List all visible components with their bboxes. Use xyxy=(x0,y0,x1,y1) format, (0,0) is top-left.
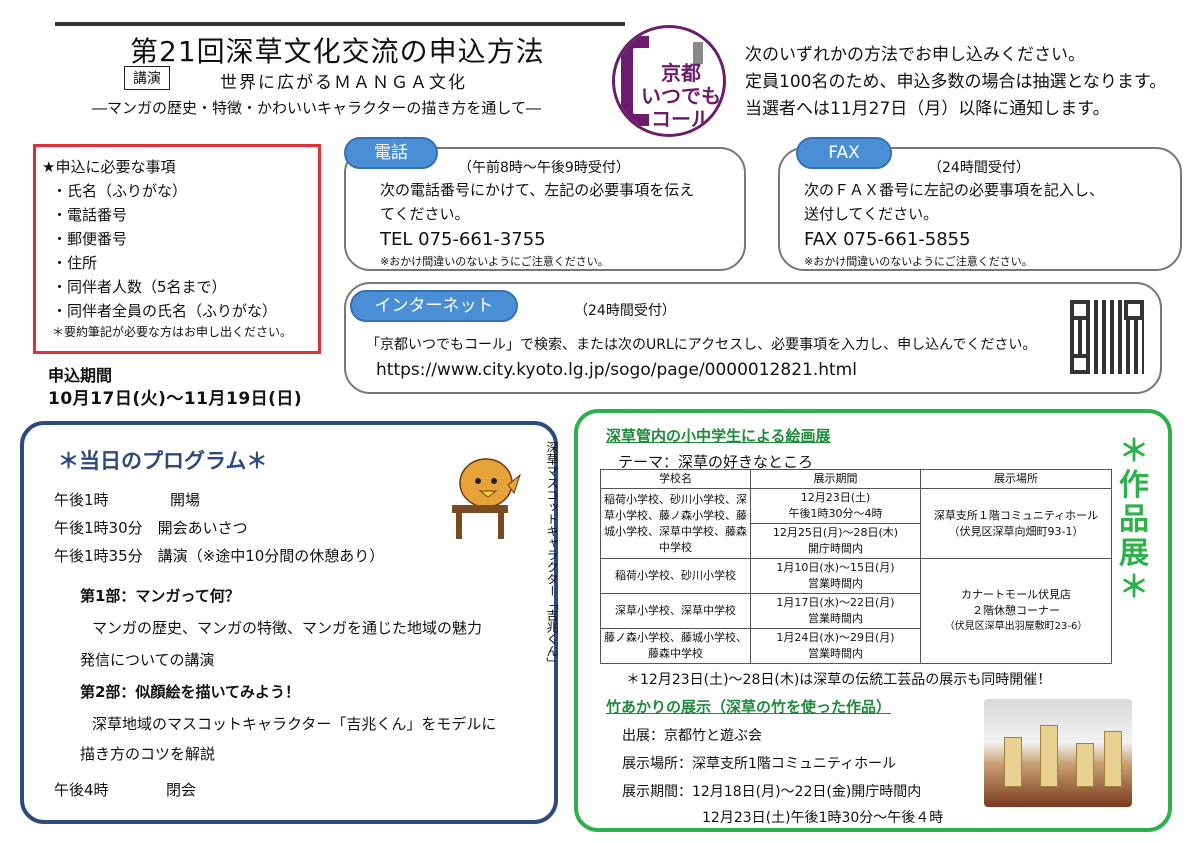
part1-title: 第1部：マンガって何？ xyxy=(80,587,240,605)
requirement-item: ・住所 xyxy=(52,254,98,272)
program-panel: ＊当日のプログラム＊ 午後1時 開場 午後1時30分 開会あいさつ 午後1時35… xyxy=(20,421,559,824)
table-row: 稲荷小学校、砂川小学校 1月10日(水)～15日(月)営業時間内 カナートモール… xyxy=(600,558,1112,664)
internet-url-link[interactable]: https://www.city.kyoto.lg.jp/sogo/page/0… xyxy=(376,360,857,380)
fax-number: FAX 075-661-5855 xyxy=(804,229,971,250)
internet-box: インターネット （24時間受付） 「京都いつでもコール」で検索、または次のURL… xyxy=(344,282,1162,394)
period-value: 10月17日(火)～11月19日(日) xyxy=(48,389,303,409)
requirement-item: ・同伴者人数（5名まで） xyxy=(52,278,227,296)
part2-title: 第2部：似顔絵を描いてみよう！ xyxy=(80,683,300,701)
bamboo-lantern-photo xyxy=(984,699,1132,807)
exhibition-schedule-table: 学校名 展示期間 展示場所 稲荷小学校、砂川小学校、深草小学校、藤ノ森小学校、藤… xyxy=(600,469,1112,664)
lecture-title: 世界に広がるＭＡＮＧＡ文化 xyxy=(220,73,467,93)
logo-text: 京都 いつでも コール xyxy=(641,61,721,131)
phone-box: 電話 （午前8時～午後9時受付） 次の電話番号にかけて、左記の必要事項を伝え て… xyxy=(344,137,746,271)
period-label: 申込期間 xyxy=(48,366,113,385)
kyoto-itsudemo-call-logo: 京都 いつでも コール xyxy=(612,25,726,137)
fax-box: FAX （24時間受付） 次のＦＡＸ番号に左記の必要事項を記入し、 送付してくだ… xyxy=(778,137,1182,271)
fax-hours: （24時間受付） xyxy=(928,160,1030,176)
exhibition-title: 深草管内の小中学生による絵画展 xyxy=(606,427,831,445)
phone-number[interactable]: TEL 075-661-3755 xyxy=(380,229,546,250)
phone-hook-icon xyxy=(621,36,649,126)
program-title: ＊当日のプログラム＊ xyxy=(58,449,268,473)
phone-text: 次の電話番号にかけて、左記の必要事項を伝え xyxy=(380,181,695,199)
mascot-kicchokun-illustration xyxy=(452,458,522,539)
exhibition-star-label: ＊作品展＊ xyxy=(1119,434,1149,605)
fax-label: FAX xyxy=(796,137,892,169)
requirement-item: ・電話番号 xyxy=(52,206,128,224)
page-title: 第21回深草文化交流の申込方法 xyxy=(130,35,545,68)
fax-text: 次のＦＡＸ番号に左記の必要事項を記入し、 xyxy=(804,181,1105,199)
qr-code-icon[interactable] xyxy=(1070,300,1144,374)
exhibition-footnote: ＊12月23日(土)～28日(木)は深草の伝統工芸品の展示も同時開催！ xyxy=(626,672,1052,688)
phone-note: ※おかけ間違いのないようにご注意ください。 xyxy=(380,255,609,268)
pagoda-icon xyxy=(693,42,703,64)
bamboo-title: 竹あかりの展示（深草の竹を使った作品） xyxy=(606,698,892,716)
table-row: 深草小学校、深草中学校 1月17日(水)～22日(月)営業時間内 xyxy=(600,593,1112,629)
requirement-item: ・同伴者全員の氏名（ふりがな） xyxy=(52,302,278,320)
table-row: 12月25日(月)～28日(木)開庁時間内 xyxy=(601,523,1112,559)
requirement-item: ・郵便番号 xyxy=(52,230,128,248)
requirement-item: ・氏名（ふりがな） xyxy=(52,182,188,200)
lecture-tag: 講演 xyxy=(124,66,170,90)
internet-label: インターネット xyxy=(350,290,518,322)
requirements-box: ★申込に必要な事項 ・氏名（ふりがな） ・電話番号 ・郵便番号 ・住所 ・同伴者… xyxy=(33,144,321,354)
table-row: 稲荷小学校、砂川小学校、深草小学校、藤ノ森小学校、藤城小学校、深草中学校、藤森中… xyxy=(600,488,1112,559)
requirements-note: ＊要約筆記が必要な方はお申し出ください。 xyxy=(52,325,293,339)
requirements-heading: ★申込に必要な事項 xyxy=(42,158,176,176)
internet-text: 「京都いつでもコール」で検索、または次のURLにアクセスし、必要事項を入力し、申… xyxy=(366,337,1037,353)
lecture-subtitle: ―マンガの歴史・特徴・かわいいキャラクターの描き方を通して― xyxy=(92,99,541,117)
internet-hours: （24時間受付） xyxy=(574,303,676,319)
title-rule xyxy=(55,22,625,26)
phone-label: 電話 xyxy=(344,137,438,169)
fax-note: ※おかけ間違いのないようにご注意ください。 xyxy=(804,255,1033,268)
intro-text: 次のいずれかの方法でお申し込みください。 定員100名のため、申込多数の場合は抽… xyxy=(745,45,1167,119)
exhibition-theme: テーマ：深草の好きなところ xyxy=(618,453,814,471)
mascot-caption: 深草マスコットキャラクター「吉兆くん」 xyxy=(545,441,559,669)
table-row: 藤ノ森小学校、藤城小学校、藤森中学校 1月24日(水)～29日(月)営業時間内 xyxy=(600,628,1112,664)
phone-hours: （午前8時～午後9時受付） xyxy=(458,160,630,176)
exhibition-panel: 深草管内の小中学生による絵画展 テーマ：深草の好きなところ ＊作品展＊ 学校名 … xyxy=(574,409,1172,832)
